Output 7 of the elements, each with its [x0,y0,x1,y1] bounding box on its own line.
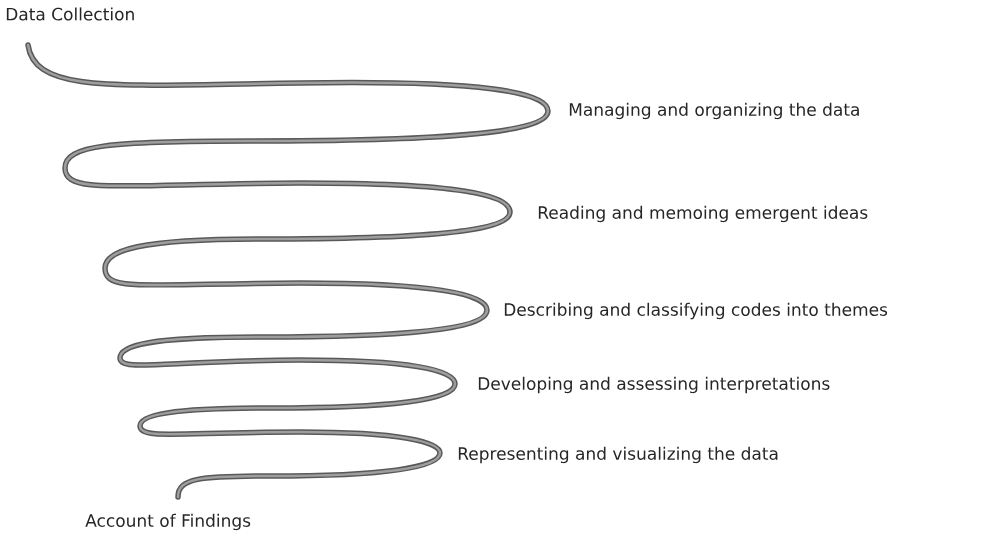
step-label: Reading and memoing emergent ideas [538,205,868,223]
stage-label: Account of Findings [85,513,251,531]
step-label: Developing and assessing interpretations [478,376,830,394]
step-label: Representing and visualizing the data [458,446,778,464]
step-label: Describing and classifying codes into themes [504,302,888,320]
step-label: Managing and organizing the data [569,102,859,120]
stage-label: Data Collection [6,7,134,21]
